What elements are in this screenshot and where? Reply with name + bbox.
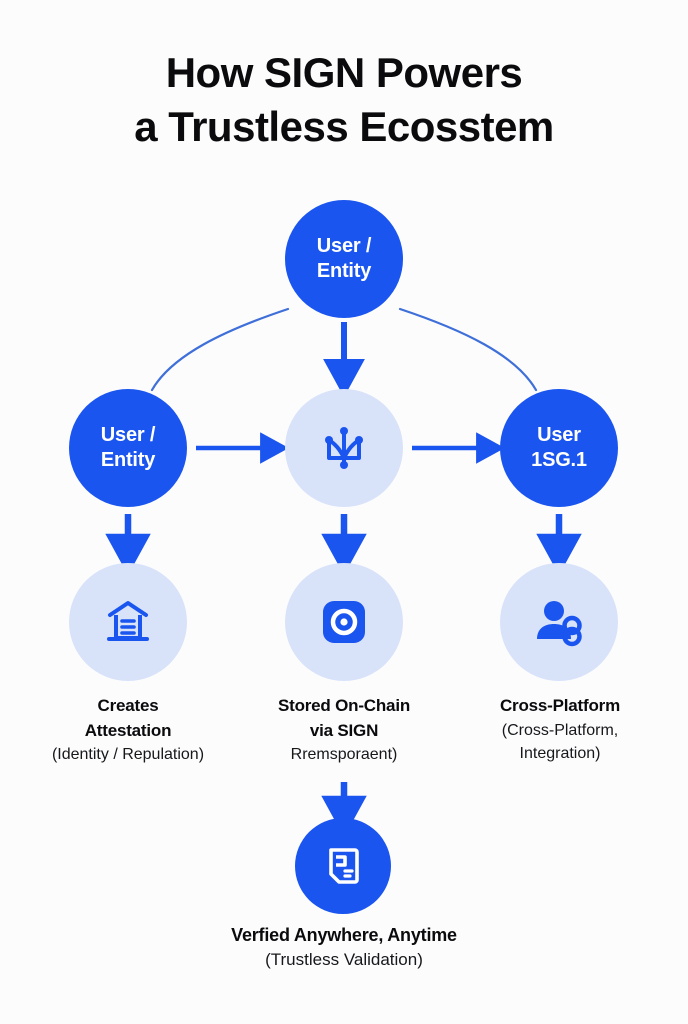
node-sign-network[interactable] (285, 389, 403, 507)
node-attestation-icon-circle[interactable] (69, 563, 187, 681)
caption-left-title: Creates Attestation (84, 696, 172, 740)
node-verified-icon-circle[interactable] (295, 818, 391, 914)
user-badge-icon (531, 594, 587, 650)
onchain-target-icon (318, 596, 370, 648)
caption-left-subtitle: (Identity / Repulation) (51, 746, 205, 764)
institution-document-icon (100, 594, 156, 650)
network-canopy-icon (315, 419, 373, 477)
page-title-line-2: a Trustless Ecosstem (134, 102, 554, 150)
node-user-entity-top[interactable]: User / Entity (285, 200, 403, 318)
caption-bottom-subtitle: (Trustless Validation) (265, 950, 423, 970)
node-crossplatform-icon-circle[interactable] (500, 563, 618, 681)
page-title-line-1: How SIGN Powers (165, 49, 523, 96)
node-user-isg[interactable]: User 1SG.1 (500, 389, 618, 507)
caption-creates-attestation: Creates Attestation (Identity / Repulati… (14, 694, 242, 766)
caption-right-title: Cross-Platform (499, 696, 620, 715)
node-top-label: User / Entity (316, 235, 372, 282)
caption-stored-onchain: Stored On-Chain via SIGN Rremsporaent) (230, 694, 458, 766)
node-left-label: User / Entity (100, 424, 156, 471)
caption-center-subtitle: Rremsporaent) (290, 746, 398, 764)
page-title: How SIGN Powers a Trustless Ecosstem (0, 46, 688, 154)
caption-verified-anywhere: Verfied Anywhere, Anytime (Trustless Val… (124, 922, 564, 973)
connector-top-to-left-curve (150, 307, 290, 392)
connector-top-to-right-curve (398, 307, 538, 392)
caption-right-subtitle: (Cross-Platform, Integration) (501, 721, 619, 762)
node-user-entity-left[interactable]: User / Entity (69, 389, 187, 507)
verified-document-icon (319, 842, 367, 890)
node-right-label: User 1SG.1 (531, 424, 587, 471)
caption-bottom-title: Verfied Anywhere, Anytime (231, 925, 457, 945)
caption-cross-platform: Cross-Platform (Cross-Platform, Integrat… (446, 694, 674, 765)
caption-center-title: Stored On-Chain via SIGN (277, 696, 411, 740)
node-onchain-icon-circle[interactable] (285, 563, 403, 681)
